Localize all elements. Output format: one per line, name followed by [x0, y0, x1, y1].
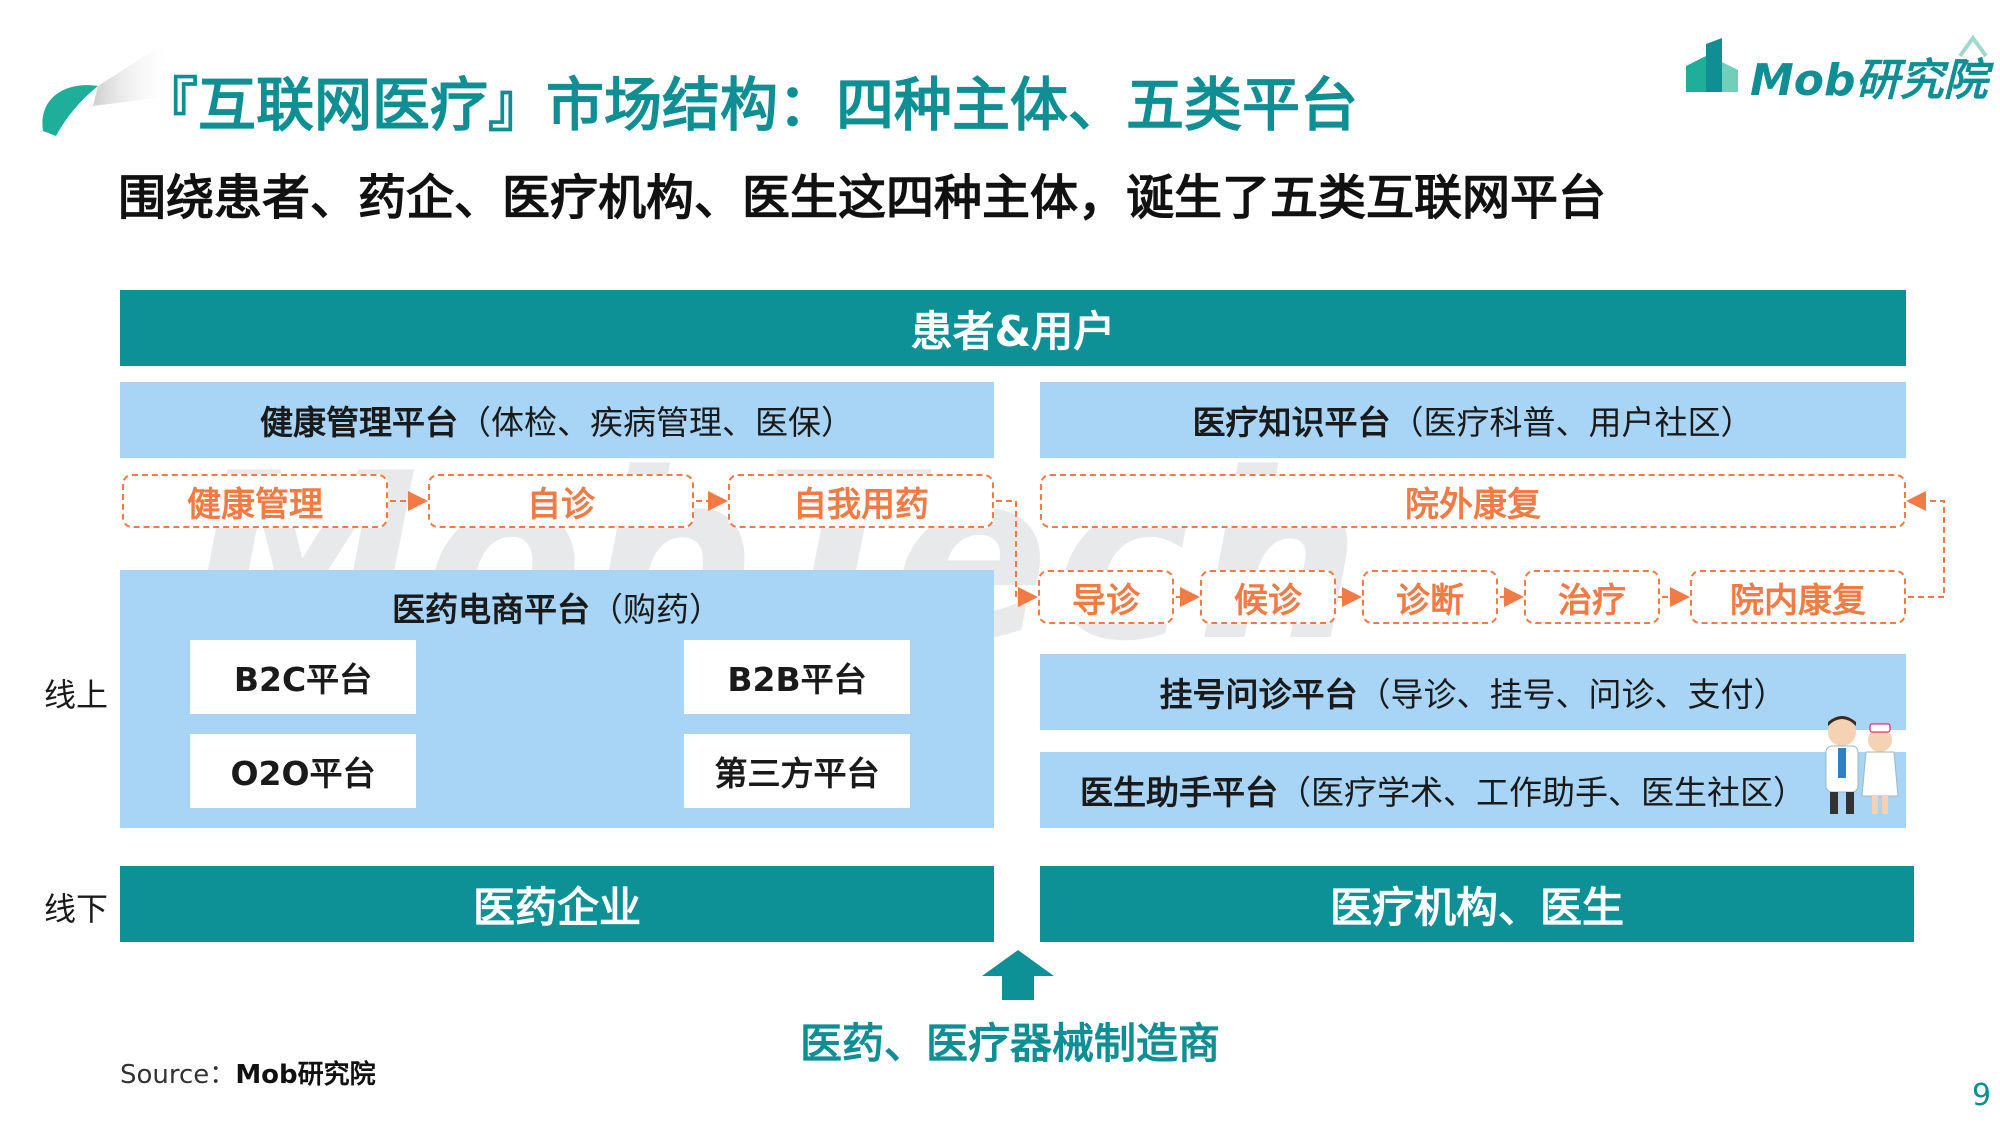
flow-waiting: 候诊 — [1200, 570, 1336, 624]
flow-rehab-outside-label: 院外康复 — [1405, 484, 1541, 525]
b2c-platform-box: B2C平台 — [190, 640, 416, 714]
patients-users-bar: 患者&用户 — [120, 290, 1906, 366]
source-label: Source： — [120, 1060, 236, 1090]
o2o-label: O2O平台 — [230, 754, 376, 793]
source-note: Source：Mob研究院 — [120, 1054, 376, 1091]
b2b-platform-box: B2B平台 — [684, 640, 910, 714]
institutions-bar: 医疗机构、医生 — [1040, 866, 1914, 942]
patients-users-label: 患者&用户 — [910, 306, 1116, 356]
manufacturers-label: 医药、医疗器械制造商 — [800, 1019, 1221, 1068]
medical-knowledge-platform: 医疗知识平台（医疗科普、用户社区） — [1040, 382, 1906, 458]
flow-waiting-label: 候诊 — [1234, 580, 1302, 621]
registration-platform-detail: （导诊、挂号、问诊、支付） — [1357, 675, 1787, 714]
logo-text: Mob研究院 — [1750, 55, 1988, 106]
third-party-platform-box: 第三方平台 — [684, 734, 910, 808]
pharma-company-label: 医药企业 — [472, 882, 641, 932]
label-online: 线上 — [44, 676, 109, 714]
flow-triage: 导诊 — [1038, 570, 1174, 624]
flow-diagnosis-label: 诊断 — [1396, 580, 1464, 621]
institutions-label: 医疗机构、医生 — [1329, 882, 1624, 932]
doctor-platform-detail: （医疗学术、工作助手、医生社区） — [1278, 773, 1806, 812]
b2c-label: B2C平台 — [233, 660, 373, 699]
flow-self-medication-label: 自我用药 — [793, 484, 929, 525]
health-platform-detail: （体检、疾病管理、医保） — [458, 403, 854, 442]
b2b-label: B2B平台 — [727, 660, 867, 699]
flow-health-management-label: 健康管理 — [187, 484, 323, 525]
up-arrow-icon — [982, 950, 1054, 1000]
label-offline: 线下 — [44, 890, 109, 928]
flow-treatment: 治疗 — [1524, 570, 1660, 624]
registration-platform-name: 挂号问诊平台 — [1159, 675, 1358, 714]
header-leaf-icon — [42, 38, 173, 136]
flow-diagnosis: 诊断 — [1362, 570, 1498, 624]
pharma-platform-name: 医药电商平台 — [392, 590, 590, 629]
flow-rehab-outside: 院外康复 — [1040, 474, 1906, 528]
page-subtitle: 围绕患者、药企、医疗机构、医生这四种主体，诞生了五类互联网平台 — [118, 170, 1607, 226]
knowledge-platform-name: 医疗知识平台 — [1192, 403, 1391, 442]
pharma-platform-detail: （购药） — [590, 590, 722, 629]
health-management-platform: 健康管理平台（体检、疾病管理、医保） — [120, 382, 994, 458]
flow-self-diagnosis-label: 自诊 — [527, 484, 595, 525]
flow-health-management: 健康管理 — [122, 474, 388, 528]
doctor-nurse-icon — [1825, 716, 1899, 814]
knowledge-platform-detail: （医疗科普、用户社区） — [1390, 403, 1754, 442]
logo-arrow-icon — [1958, 34, 1988, 58]
page-number: 9 — [1972, 1078, 1992, 1113]
page-title: 『互联网医疗』市场结构：四种主体、五类平台 — [140, 71, 1359, 139]
flow-triage-label: 导诊 — [1072, 580, 1140, 621]
flow-treatment-label: 治疗 — [1558, 580, 1626, 621]
health-platform-name: 健康管理平台 — [260, 403, 458, 442]
third-party-label: 第三方平台 — [714, 754, 880, 793]
flow-rehab-inside: 院内康复 — [1690, 570, 1906, 624]
flow-self-medication: 自我用药 — [728, 474, 994, 528]
o2o-platform-box: O2O平台 — [190, 734, 416, 808]
registration-consultation-platform: 挂号问诊平台（导诊、挂号、问诊、支付） — [1040, 654, 1906, 730]
flow-rehab-inside-label: 院内康复 — [1730, 580, 1866, 621]
source-value: Mob研究院 — [235, 1060, 376, 1090]
mob-logo-icon — [1686, 38, 1738, 92]
pharma-company-bar: 医药企业 — [120, 866, 994, 942]
doctor-platform-name: 医生助手平台 — [1080, 773, 1278, 812]
doctor-assistant-platform: 医生助手平台（医疗学术、工作助手、医生社区） — [1040, 752, 1906, 828]
flow-self-diagnosis: 自诊 — [428, 474, 694, 528]
